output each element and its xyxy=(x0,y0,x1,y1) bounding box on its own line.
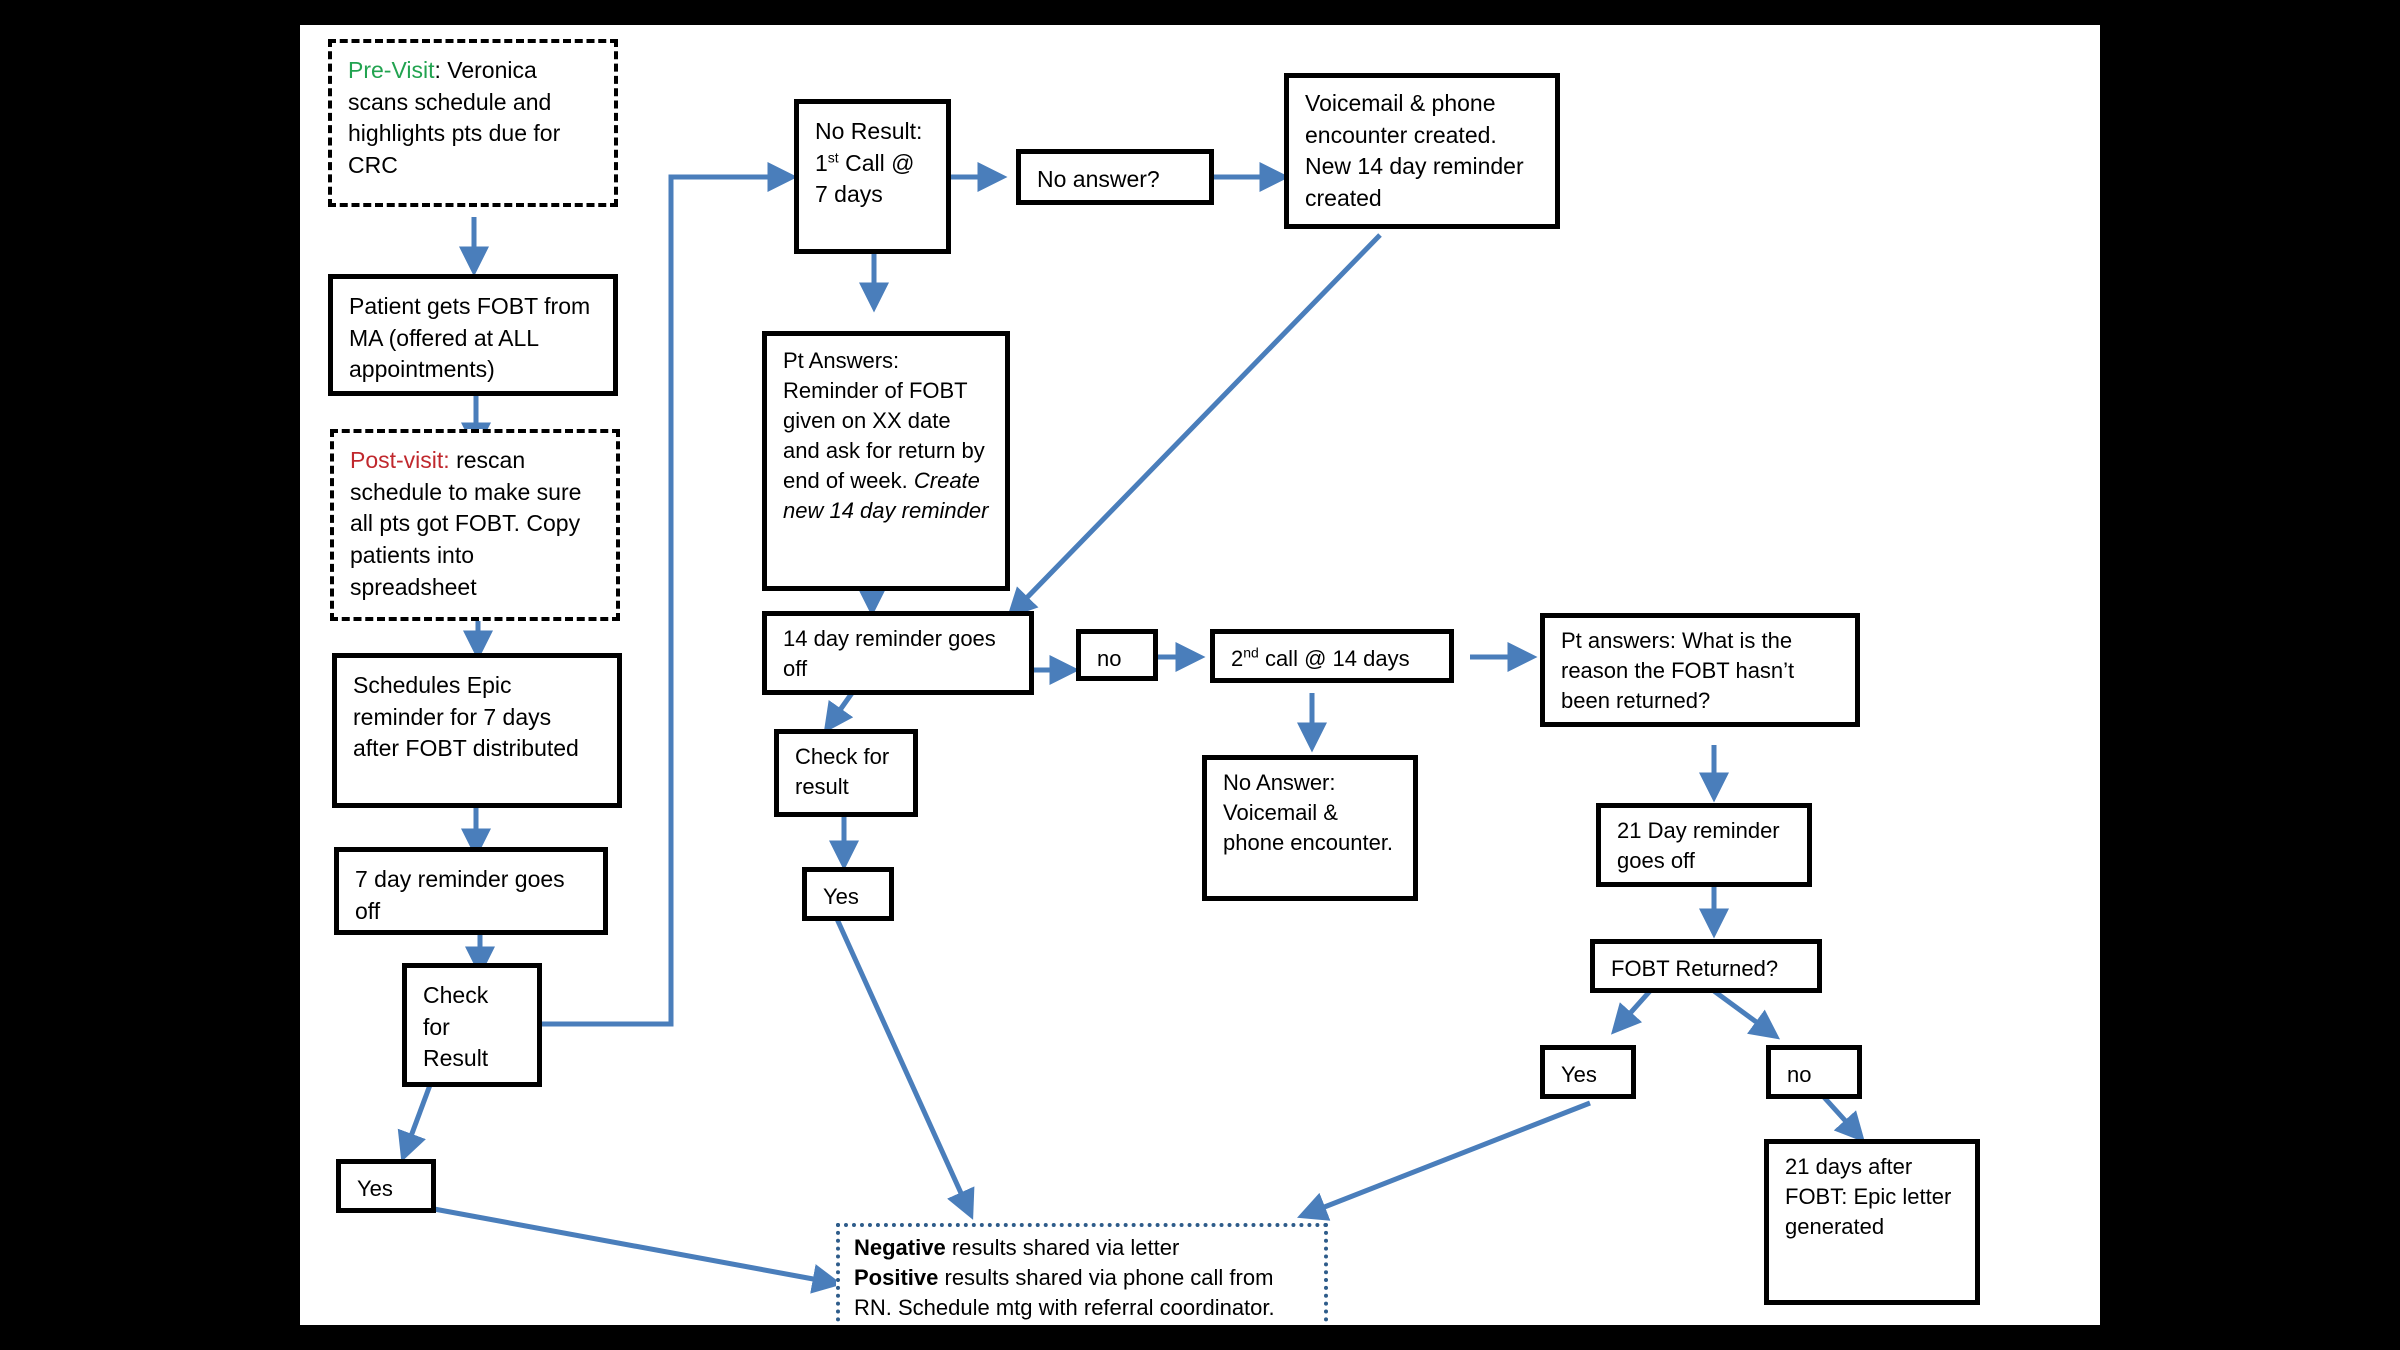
twentyone-day-reminder-box: 21 Day reminder goes off xyxy=(1596,803,1812,887)
arrow-fourteenday-to-checkresult2 xyxy=(823,691,855,734)
no-answer-question-box: No answer? xyxy=(1016,149,1214,205)
twentyone-days-after-text: 21 days after FOBT: Epic letter generate… xyxy=(1785,1154,1952,1239)
arrow-check-to-yes xyxy=(397,1084,433,1163)
no-result-box: No Result: 1st Call @ 7 days xyxy=(794,99,951,254)
postvisit-text: rescan schedule to make sure all pts got… xyxy=(350,447,582,600)
no-box-1: no xyxy=(1076,629,1158,681)
arrow-check-to-noresult xyxy=(540,162,798,1027)
yes-box-3: Yes xyxy=(1540,1045,1636,1099)
fobt-returned-box: FOBT Returned? xyxy=(1590,939,1822,993)
voicemail-created-box: Voicemail & phone encounter created. New… xyxy=(1284,73,1560,229)
schedules-epic-box: Schedules Epic reminder for 7 days after… xyxy=(332,653,622,808)
no-text-1: no xyxy=(1097,646,1122,671)
no-answer-voicemail-box: No Answer: Voicemail & phone encounter. xyxy=(1202,755,1418,901)
seven-day-reminder-box: 7 day reminder goes off xyxy=(334,847,608,935)
fourteen-day-reminder-box: 14 day reminder goes off xyxy=(762,611,1034,695)
create-reminder-italic: Create new 14 day reminder xyxy=(783,467,989,523)
arrow-voicemail-to-fourteenday xyxy=(1006,233,1382,619)
second-call-text: call @ 14 days xyxy=(1258,646,1410,671)
fobt-returned-text: FOBT Returned? xyxy=(1611,956,1779,981)
check-result-text-1: Check for Result xyxy=(423,982,489,1072)
pt-answers-reason-box: Pt answers: What is the reason the FOBT … xyxy=(1540,613,1860,727)
pt-answers-reason-text: Pt answers: What is the reason the FOBT … xyxy=(1561,628,1795,713)
arrow-yes3-to-results xyxy=(1297,1100,1591,1221)
first-call-text: Call @ 7 days xyxy=(815,149,915,208)
no-text-2: no xyxy=(1787,1062,1812,1087)
twentyone-day-reminder-text: 21 Day reminder goes off xyxy=(1617,818,1780,873)
no-answer-voicemail-text: No Answer: Voicemail & phone encounter. xyxy=(1223,770,1394,855)
arrow-yes2-to-results xyxy=(834,917,975,1220)
positive-label: Positive xyxy=(854,1264,939,1290)
pt-answers-reminder-box: Pt Answers: Reminder of FOBT given on XX… xyxy=(762,331,1010,591)
postvisit-label: Post-visit: xyxy=(350,447,450,473)
second-call-number: 2 xyxy=(1231,646,1244,671)
postvisit-box: Post-visit: rescan schedule to make sure… xyxy=(330,429,620,621)
pt-answers-reminder-text: Pt Answers: Reminder of FOBT given on XX… xyxy=(783,348,985,493)
second-call-suffix: nd xyxy=(1243,644,1259,661)
patient-gets-fobt-box: Patient gets FOBT from MA (offered at AL… xyxy=(328,274,618,396)
flowchart-canvas: Pre-Visit: Veronica scans schedule and h… xyxy=(300,25,2100,1325)
yes-text-3: Yes xyxy=(1561,1062,1597,1087)
yes-text-1: Yes xyxy=(357,1176,393,1201)
patient-gets-fobt-text: Patient gets FOBT from MA (offered at AL… xyxy=(349,293,591,383)
schedules-epic-text: Schedules Epic reminder for 7 days after… xyxy=(353,672,579,762)
yes-box-2: Yes xyxy=(802,867,894,921)
first-call-number: 1 xyxy=(815,149,828,176)
voicemail-created-text: Voicemail & phone encounter created. New… xyxy=(1305,90,1524,212)
second-call-box: 2nd call @ 14 days xyxy=(1210,629,1454,683)
arrow-yes-to-results xyxy=(433,1206,843,1294)
arrow-fobtreturned-to-no2 xyxy=(1712,988,1781,1040)
twentyone-days-after-box: 21 days after FOBT: Epic letter generate… xyxy=(1764,1139,1980,1305)
yes-box-1: Yes xyxy=(336,1159,436,1213)
previsit-label: Pre-Visit xyxy=(348,57,435,83)
yes-text-2: Yes xyxy=(823,884,859,909)
negative-label: Negative xyxy=(854,1235,946,1260)
previsit-text: : Veronica scans schedule and highlights… xyxy=(348,57,561,179)
fourteen-day-reminder-text: 14 day reminder goes off xyxy=(783,626,996,681)
previsit-box: Pre-Visit: Veronica scans schedule and h… xyxy=(328,39,618,207)
check-result-box-2: Check for result xyxy=(774,729,918,817)
seven-day-reminder-text: 7 day reminder goes off xyxy=(355,866,565,924)
check-result-text-2: Check for result xyxy=(795,744,890,799)
arrow-fobtreturned-to-yes3 xyxy=(1610,989,1652,1035)
no-answer-question-text: No answer? xyxy=(1037,166,1160,192)
no-result-line1: No Result: xyxy=(815,118,923,144)
positive-text: results shared via phone call from RN. S… xyxy=(854,1264,1275,1320)
arrow-no2-to-twentyoneafter xyxy=(1820,1093,1866,1143)
results-box: Negative results shared via letter Posit… xyxy=(836,1223,1328,1325)
first-call-suffix: st xyxy=(827,149,839,166)
no-box-2: no xyxy=(1766,1045,1862,1099)
check-result-box-1: Check for Result xyxy=(402,963,542,1087)
negative-text: results shared via letter xyxy=(945,1235,1180,1260)
